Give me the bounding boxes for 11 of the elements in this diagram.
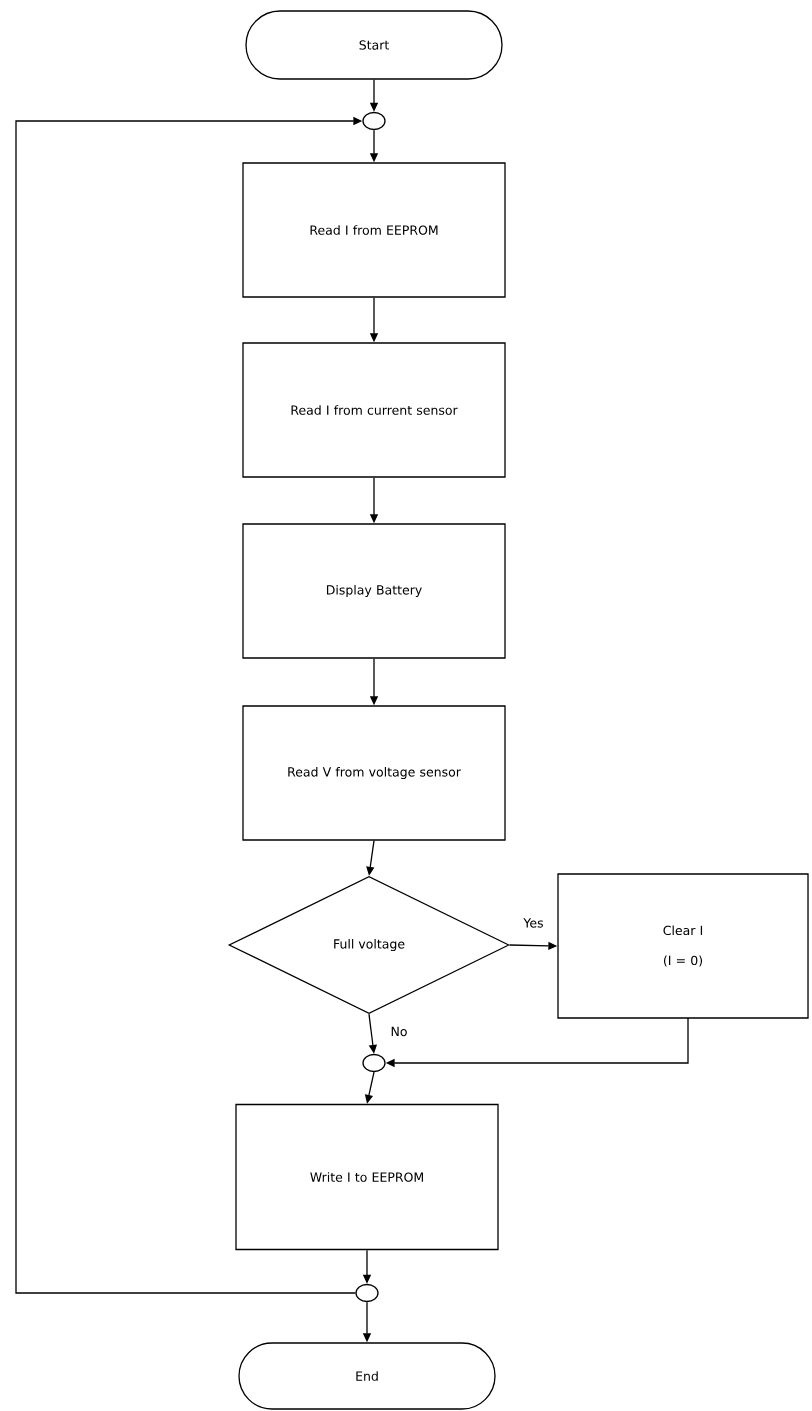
connector-circle xyxy=(362,1053,386,1073)
connector-circle xyxy=(362,111,386,131)
process-box: Clear I (I = 0) xyxy=(557,873,809,1019)
process-box: Read I from current sensor xyxy=(242,342,506,478)
process-box: Display Battery xyxy=(242,523,506,659)
process-box: Read V from voltage sensor xyxy=(242,705,506,841)
process-box: Read I from EEPROM xyxy=(242,162,506,298)
connector-circle xyxy=(355,1283,379,1303)
edge-label: No xyxy=(389,1025,409,1038)
process-box: Write I to EEPROM xyxy=(235,1103,499,1251)
edge-label: Yes xyxy=(522,917,545,929)
